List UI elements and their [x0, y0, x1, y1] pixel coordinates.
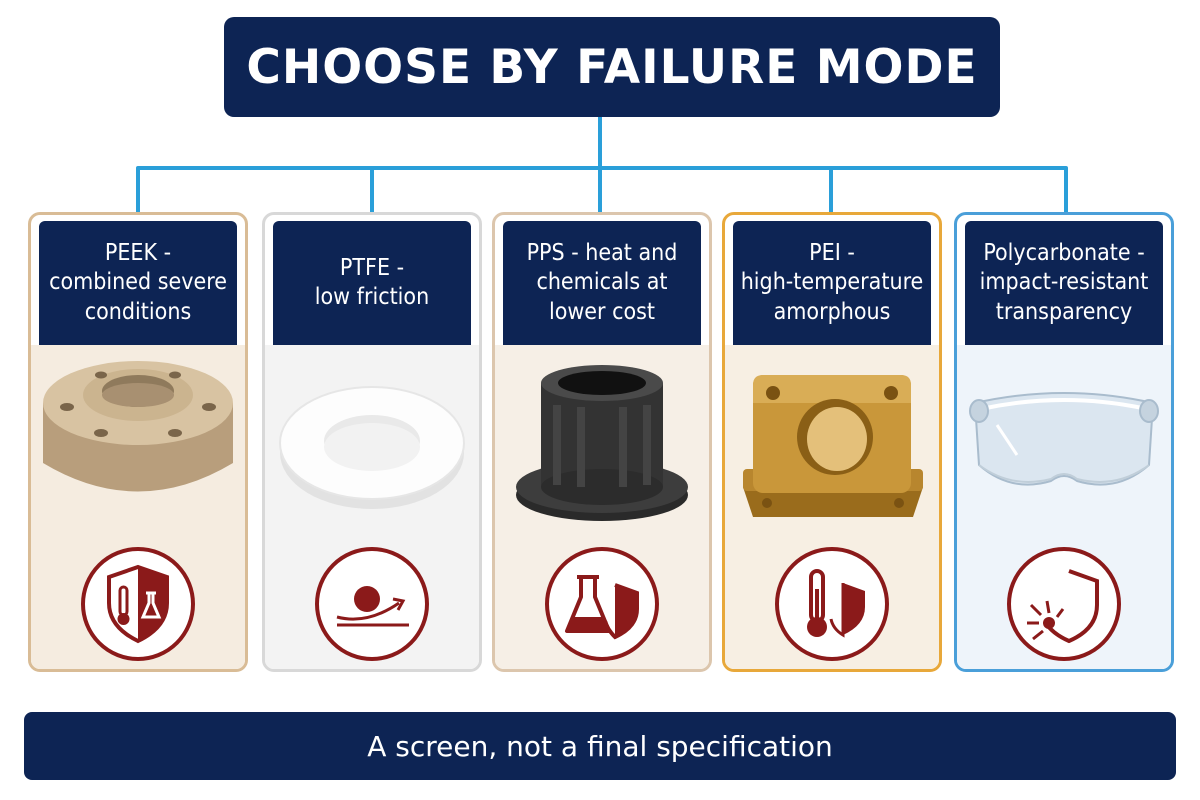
card-body-polycarbonate	[957, 345, 1171, 669]
shield-thermometer-flask-icon	[81, 547, 195, 661]
pc-visor-icon	[969, 392, 1159, 486]
card-header-peek: PEEK - combined severe conditions	[39, 221, 237, 345]
card-peek: PEEK - combined severe conditions	[28, 212, 248, 672]
peek-flange-icon	[43, 361, 233, 492]
card-body-pei	[725, 345, 939, 669]
impact-shield-icon	[1007, 547, 1121, 661]
card-body-peek	[31, 345, 245, 669]
card-label-polycarbonate: Polycarbonate - impact-resistant transpa…	[979, 239, 1149, 325]
ball-sliding-arrow-icon	[315, 547, 429, 661]
card-label-ptfe: PTFE - low friction	[314, 254, 430, 310]
footer-note: A screen, not a final specification	[24, 712, 1176, 780]
card-label-pei: PEI - high-temperature amorphous	[740, 239, 924, 325]
card-polycarbonate: Polycarbonate - impact-resistant transpa…	[954, 212, 1174, 672]
thermometer-shield-icon	[775, 547, 889, 661]
card-label-peek: PEEK - combined severe conditions	[49, 239, 227, 325]
card-body-pps	[495, 345, 709, 669]
card-header-ptfe: PTFE - low friction	[273, 221, 471, 345]
card-header-pps: PPS - heat and chemicals at lower cost	[503, 221, 701, 345]
card-label-pps: PPS - heat and chemicals at lower cost	[526, 239, 678, 325]
pei-bracket-icon	[743, 375, 923, 517]
card-body-ptfe	[265, 345, 479, 669]
card-header-pei: PEI - high-temperature amorphous	[733, 221, 931, 345]
card-header-polycarbonate: Polycarbonate - impact-resistant transpa…	[965, 221, 1163, 345]
page-title: CHOOSE BY FAILURE MODE	[224, 17, 1000, 117]
pps-bushing-icon	[516, 365, 688, 521]
card-pei: PEI - high-temperature amorphous	[722, 212, 942, 672]
flask-shield-icon	[545, 547, 659, 661]
card-ptfe: PTFE - low friction	[262, 212, 482, 672]
ptfe-ring-icon	[279, 386, 465, 509]
card-pps: PPS - heat and chemicals at lower cost	[492, 212, 712, 672]
